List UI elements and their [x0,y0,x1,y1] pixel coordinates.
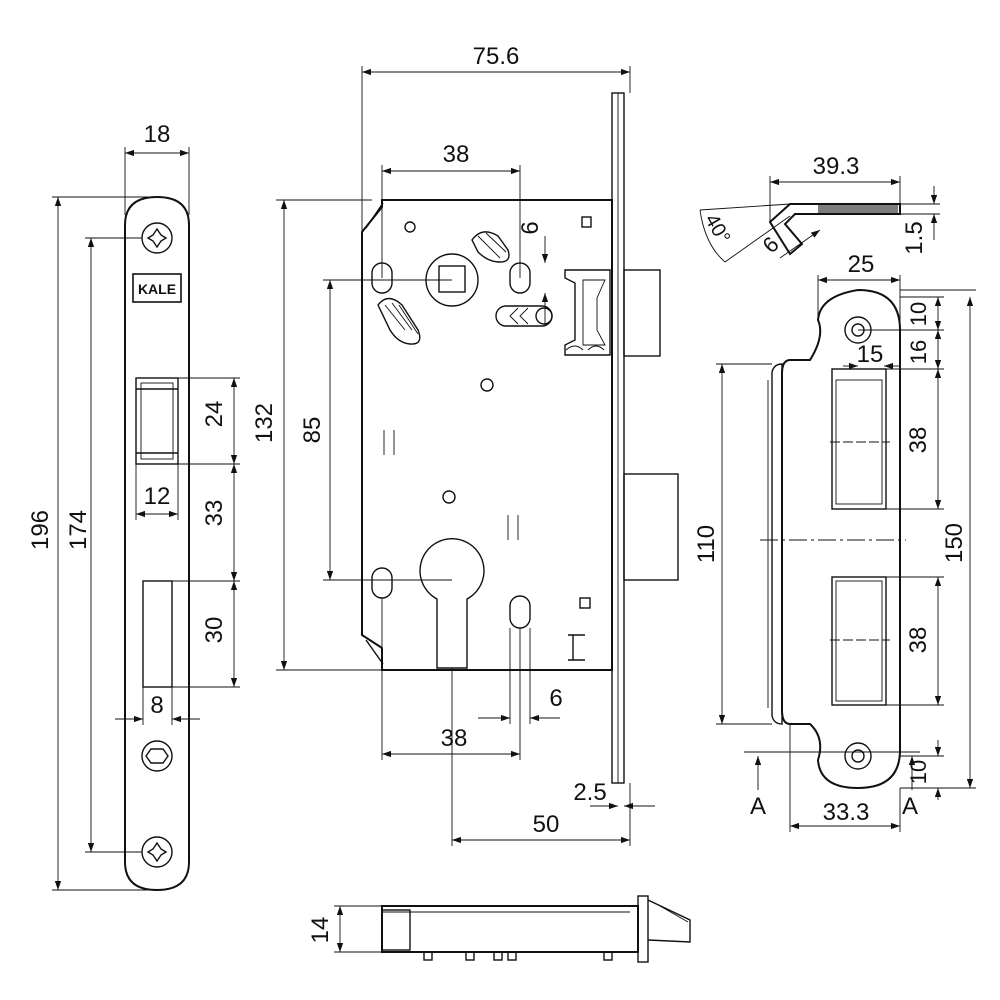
dim-screw-pitch: 174 [65,510,92,550]
case-bottom-outline [381,905,639,953]
dim-latch-bolt-gap: 33 [201,500,228,527]
latch-bolt [564,269,661,357]
rivet-upper [480,378,494,392]
strike-plate-view: 40° 6 39.3 1.5 [693,153,976,832]
dim-faceplate-width: 18 [144,121,171,148]
dim-bolt-width: 8 [150,692,163,719]
dim-hole-to-opening: 16 [906,340,931,364]
strike-bottom-screw-icon [844,742,872,770]
dim-bottom-holes: 38 [441,725,468,752]
dim-latch-width: 12 [144,483,171,510]
dim-faceplate-height: 196 [27,510,54,550]
kale-logo: KALE [132,273,182,303]
dim-strike-total: 150 [941,523,968,563]
dim-strike-top-hole: 10 [906,302,931,326]
dim-upper-opening: 38 [905,427,932,454]
dim-lower-opening: 38 [905,627,932,654]
dim-bend-depth: 6 [758,232,784,258]
dim-strike-base: 33.3 [823,799,870,826]
cylinder-cutout [419,538,485,669]
dim-case-thickness: 14 [307,917,334,944]
faceplate-outline [124,195,190,892]
dim-top-holes: 38 [443,141,470,168]
strike-side-profile [771,363,783,725]
bottom-clip [568,634,585,661]
top-screw-icon [141,222,173,254]
dim-strike-thickness: 1.5 [901,221,928,254]
dim-hole-offset: 15 [857,341,884,368]
bottom-left-hole [371,567,393,599]
latch-opening [135,377,179,465]
bottom-right-slot [509,595,531,629]
strike-lower-opening [831,576,887,706]
dim-strike-width: 25 [848,251,875,278]
dim-spindle-cylinder: 85 [299,417,326,444]
bolt-opening [142,580,173,688]
case-bottom-view: 14 [307,895,691,963]
strike-upper-opening [831,368,887,510]
dim-bend-angle: 40° [700,210,734,247]
dim-bolt-height: 30 [201,617,228,644]
section-label-right: A [902,793,918,820]
section-label-left: A [750,793,766,820]
dim-forend-thickness: 2.5 [573,779,606,806]
dim-top-slot: 6 [517,221,544,234]
svg-text:KALE: KALE [138,281,176,297]
lock-case-view: 75.6 38 6 132 85 6 38 2.5 [251,43,679,846]
faceplate-view: KALE 18 196 [27,121,240,892]
dead-bolt [623,473,679,581]
rivet-lower [442,490,456,504]
middle-screw-icon [141,740,173,772]
dim-case-width: 75.6 [473,43,520,70]
dim-case-height: 132 [251,403,278,443]
dim-bottom-slot: 6 [549,685,562,712]
dim-bottom-hole: 10 [906,760,931,784]
bottom-screw-icon [141,836,173,868]
dim-backset: 50 [533,811,560,838]
dim-latch-height: 24 [201,401,228,428]
strike-section-top [768,203,901,256]
dim-strike-lip: 39.3 [813,153,860,180]
dim-strike-body: 110 [693,525,720,563]
follower-rod [495,305,553,327]
lever-parts [377,231,510,345]
